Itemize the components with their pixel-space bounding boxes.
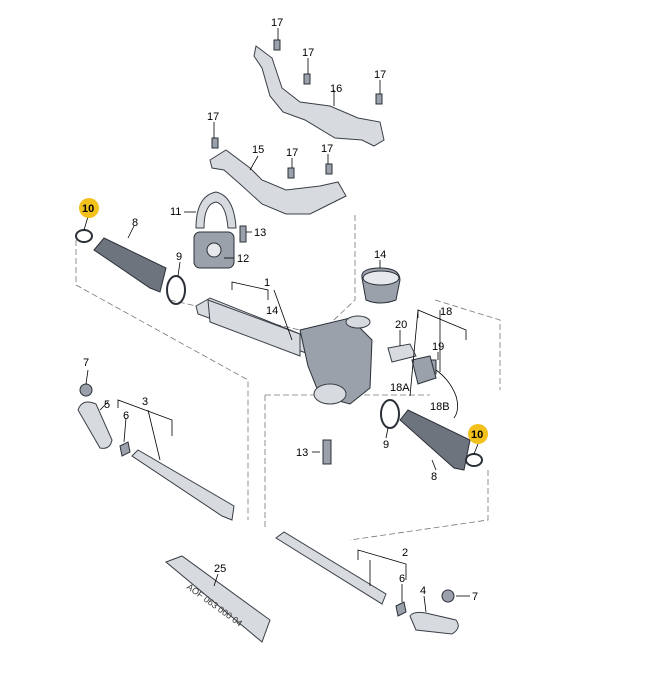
grease-tube-part <box>165 555 271 643</box>
label-4: 4 <box>420 585 426 597</box>
bracket-lower-part <box>209 149 347 215</box>
clamp-left-part <box>166 275 186 305</box>
clip-right-part <box>465 453 483 467</box>
label-17-b: 17 <box>302 47 314 59</box>
label-18a: 18A <box>390 382 410 394</box>
label-10-b: 10 <box>471 429 483 441</box>
label-19: 19 <box>432 341 444 353</box>
clamp-part <box>195 191 237 229</box>
label-7-a: 7 <box>83 357 89 369</box>
label-6-a: 6 <box>123 410 129 422</box>
tie-rod-right-part <box>275 531 387 605</box>
boot-right-part <box>399 409 471 471</box>
label-14-b: 14 <box>266 305 278 317</box>
label-18: 18 <box>440 306 452 318</box>
label-3: 3 <box>142 396 148 408</box>
highlight-marker-left <box>79 198 99 218</box>
label-17-d: 17 <box>207 111 219 123</box>
leader-lines <box>83 28 479 613</box>
clamp-right-part <box>380 399 400 429</box>
tie-rod-end-right-part <box>409 611 459 635</box>
label-25: 25 <box>214 563 226 575</box>
label-17-a: 17 <box>271 17 283 29</box>
label-13-b: 13 <box>296 447 308 459</box>
nut-parts <box>79 383 455 617</box>
clip-left-part <box>75 229 93 243</box>
part-labels: 17 17 17 16 17 15 17 17 11 13 12 8 10 9 … <box>82 17 483 603</box>
label-8-a: 8 <box>132 217 138 229</box>
sensor-part <box>411 355 437 385</box>
label-18b: 18B <box>430 401 450 413</box>
bracket-upper-part <box>253 45 385 147</box>
label-2: 2 <box>402 547 408 559</box>
label-12: 12 <box>237 253 249 265</box>
label-9-b: 9 <box>383 439 389 451</box>
label-7-b: 7 <box>472 591 478 603</box>
boot-left-part <box>93 237 167 293</box>
steering-rack-housing-part <box>195 297 373 405</box>
label-10-a: 10 <box>82 203 94 215</box>
label-9-a: 9 <box>176 251 182 263</box>
label-13-a: 13 <box>254 227 266 239</box>
tie-rod-left-part <box>131 449 235 521</box>
label-20: 20 <box>395 319 407 331</box>
label-14-a: 14 <box>374 249 386 261</box>
label-1: 1 <box>264 277 270 289</box>
highlight-marker-right <box>468 424 488 444</box>
label-17-c: 17 <box>374 69 386 81</box>
label-17-e: 17 <box>286 147 298 159</box>
label-5: 5 <box>104 399 110 411</box>
tie-rod-end-left-part <box>77 401 113 449</box>
sensor-bracket-part <box>387 343 417 363</box>
label-11: 11 <box>170 206 181 218</box>
label-6-b: 6 <box>399 573 405 585</box>
label-15: 15 <box>252 144 264 156</box>
label-16: 16 <box>330 83 342 95</box>
label-8-b: 8 <box>431 471 437 483</box>
label-17-f: 17 <box>321 143 333 155</box>
sensor-cable-part <box>435 369 458 419</box>
